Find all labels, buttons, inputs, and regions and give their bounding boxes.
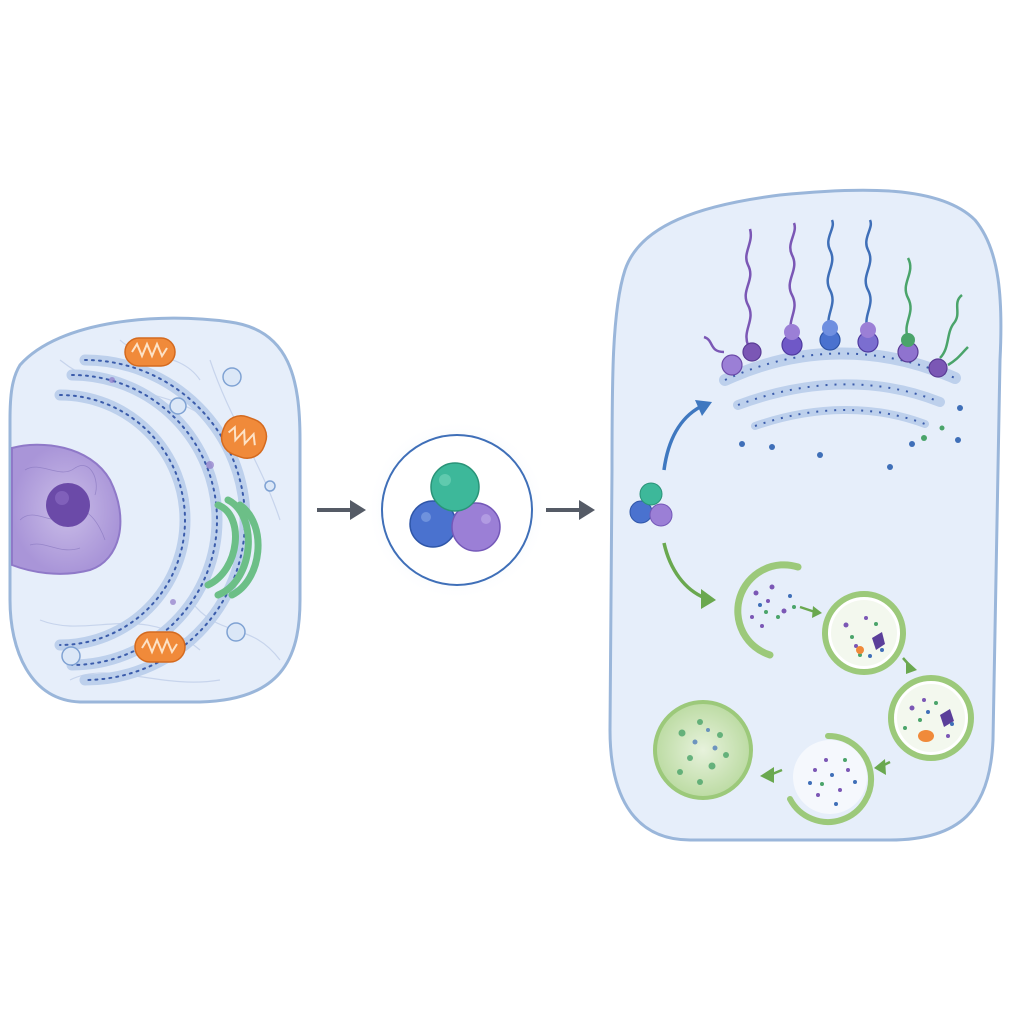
ribosome-icon <box>629 482 673 527</box>
mitochondrion-icon <box>220 415 268 459</box>
nucleus-icon <box>11 443 122 575</box>
arrow-right-icon <box>546 500 595 520</box>
eukaryotic-cell-icon <box>8 316 302 704</box>
degradation-arrow <box>662 542 716 609</box>
vesicles <box>61 367 276 666</box>
translation-arrow <box>662 400 712 471</box>
mitochondrion-icon <box>124 337 176 367</box>
polysome-icon <box>703 219 969 470</box>
golgi-apparatus-icon <box>204 496 262 599</box>
ribosome-icon <box>409 462 501 552</box>
zoomed-cell <box>608 188 1003 842</box>
nucleolus <box>46 483 90 527</box>
cell-membrane <box>8 316 302 704</box>
mitochondrion-icon <box>134 631 186 663</box>
ribosome-focus <box>367 420 547 600</box>
autophagy-vesicle-icon <box>653 561 974 825</box>
arrow-right-icon <box>317 500 366 520</box>
